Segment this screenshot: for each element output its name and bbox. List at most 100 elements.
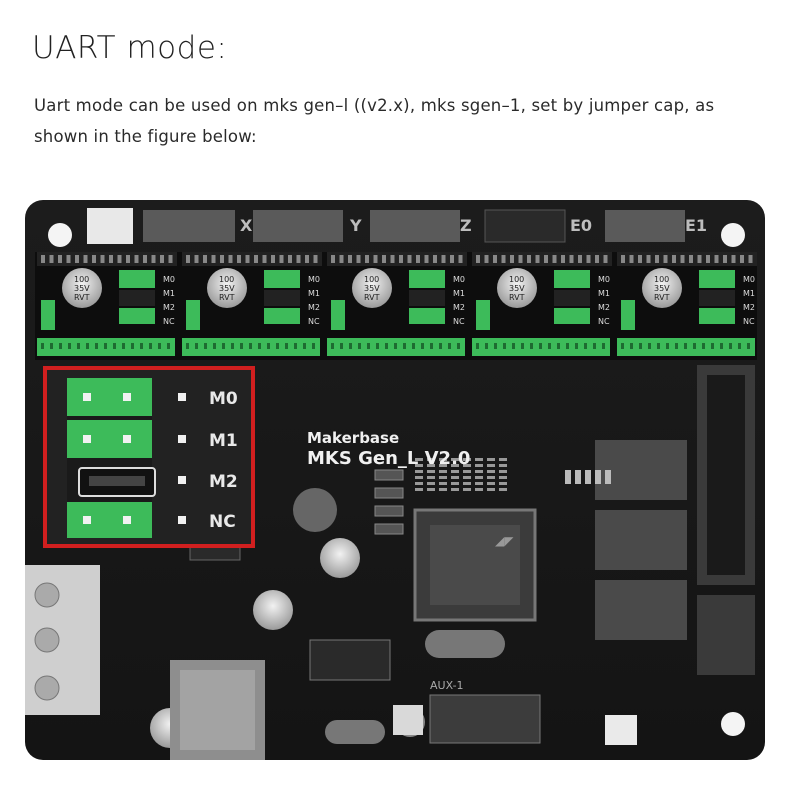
capacitor-label: 100 [219, 275, 234, 284]
capacitor-label: 100 [74, 275, 89, 284]
capacitor-label: RVT [654, 293, 670, 302]
jumper-block [119, 308, 155, 324]
pin-label: NC [308, 317, 320, 326]
pin [178, 476, 186, 484]
mount-hole [721, 712, 745, 736]
pin-label: NC [453, 317, 465, 326]
capacitor [207, 268, 247, 308]
jumper-cap [119, 290, 155, 306]
brand-text: Makerbase [307, 429, 399, 447]
pin [83, 435, 91, 443]
crystal [425, 630, 505, 658]
endstop-connector [143, 210, 235, 242]
capacitor-label: RVT [74, 293, 90, 302]
capacitor [352, 268, 392, 308]
pin-label: M1 [743, 289, 755, 298]
axis-label: E0 [570, 216, 592, 235]
capacitor [253, 590, 293, 630]
jumper-block [409, 308, 445, 324]
capacitor [293, 488, 337, 532]
pin-label: M2 [743, 303, 755, 312]
pin [123, 435, 131, 443]
pin-label-m1: M1 [209, 431, 238, 451]
aux-connector [429, 694, 541, 744]
axis-label: Z [460, 216, 472, 235]
jumper-block [554, 270, 590, 288]
header-pin [476, 300, 490, 330]
pin-label: M1 [453, 289, 465, 298]
jumper-block [699, 270, 735, 288]
jumper-block [554, 308, 590, 324]
jumper-cap [699, 290, 735, 306]
capacitor-label: 100 [364, 275, 379, 284]
capacitor-label: 100 [654, 275, 669, 284]
jumper-block [264, 270, 300, 288]
capacitor [320, 538, 360, 578]
pin [123, 516, 131, 524]
capacitor-label: 35V [74, 284, 90, 293]
capacitor-label: 35V [654, 284, 670, 293]
jumper-block [119, 270, 155, 288]
jumper-block-m1 [67, 420, 152, 458]
pin-label: M0 [308, 275, 320, 284]
motor-connector [595, 580, 687, 640]
axis-label: X [240, 216, 253, 235]
model-text: MKS Gen_L V2.0 [307, 448, 470, 469]
endstop-connector [253, 210, 343, 242]
axis-label: E1 [685, 216, 707, 235]
pin [83, 393, 91, 401]
endstop-connector [605, 210, 685, 242]
description-text: Uart mode can be used on mks gen–l ((v2.… [34, 96, 715, 146]
axis-label: Y [349, 216, 362, 235]
capacitor-label: RVT [509, 293, 525, 302]
jumper-block [264, 308, 300, 324]
pin-label: M2 [163, 303, 175, 312]
pin [178, 393, 186, 401]
fan-connector [605, 715, 637, 745]
pin-label: M0 [163, 275, 175, 284]
header-pin [621, 300, 635, 330]
header-pin [331, 300, 345, 330]
pin [83, 516, 91, 524]
jumper-block-m0 [67, 378, 152, 416]
pin-label: M1 [163, 289, 175, 298]
pin-label: M2 [453, 303, 465, 312]
jumper-block-nc [67, 502, 152, 538]
pin-label-m0: M0 [209, 389, 238, 409]
endstop-connector [370, 210, 460, 242]
page-title: UART mode: [32, 30, 228, 66]
pin-label: M1 [308, 289, 320, 298]
capacitor-label: 35V [364, 284, 380, 293]
pin [123, 393, 131, 401]
mount-hole [721, 223, 745, 247]
header-pin [186, 300, 200, 330]
exp-connector [697, 595, 755, 675]
top-connector [87, 208, 133, 244]
pin-label: M2 [598, 303, 610, 312]
pin-label-m2: M2 [209, 472, 238, 492]
pin-label: NC [598, 317, 610, 326]
mount-hole [48, 223, 72, 247]
pin-label: NC [743, 317, 755, 326]
capacitor [642, 268, 682, 308]
jumper-cap [264, 290, 300, 306]
capacitor-label: 35V [219, 284, 235, 293]
pin-label: M0 [453, 275, 465, 284]
jumper-block [699, 308, 735, 324]
jumper-cap [554, 290, 590, 306]
motor-connector [595, 510, 687, 570]
capacitor [497, 268, 537, 308]
svg-text:◢◤: ◢◤ [495, 534, 514, 548]
pin-label: M0 [598, 275, 610, 284]
pin-label: M0 [743, 275, 755, 284]
capacitor-label: 35V [509, 284, 525, 293]
header-pin [41, 300, 55, 330]
aux-label: AUX-1 [430, 679, 464, 692]
